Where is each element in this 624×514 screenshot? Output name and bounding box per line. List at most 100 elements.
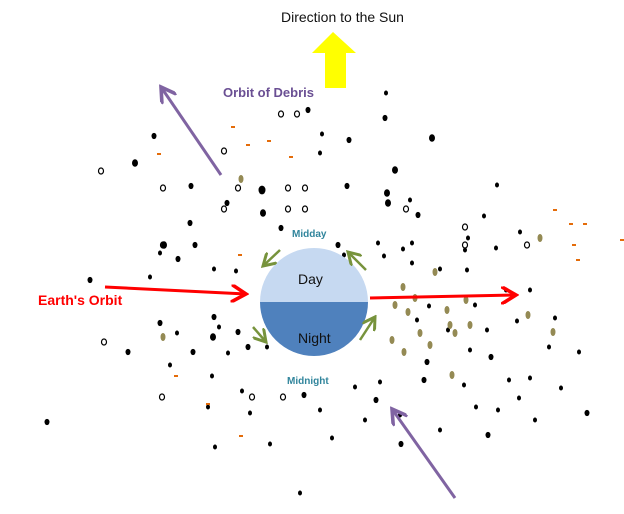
sun-direction-arrow	[312, 32, 356, 88]
debris-dot	[384, 90, 388, 96]
debris-dot	[421, 376, 427, 384]
midnight-label: Midnight	[287, 376, 329, 387]
debris-dot	[415, 317, 419, 323]
debris-dot	[87, 276, 93, 284]
debris-dot	[190, 348, 196, 356]
debris-dot	[346, 136, 352, 144]
midday-label: Midday	[292, 229, 327, 240]
debris-dot	[398, 440, 404, 448]
debris-dot	[384, 189, 390, 197]
debris-ring	[461, 241, 469, 249]
debris-dot	[410, 240, 414, 246]
debris-dot	[401, 246, 405, 252]
debris-field	[44, 90, 624, 496]
debris-dot	[212, 266, 216, 272]
debris-dot	[157, 319, 163, 327]
debris-dot	[206, 404, 210, 410]
dash-particle	[246, 144, 250, 146]
dash-particle	[572, 244, 576, 246]
debris-ring	[248, 393, 256, 401]
dash-particle	[206, 403, 210, 405]
debris-dot	[385, 199, 391, 207]
debris-orbit-arrow-upper	[161, 87, 223, 176]
debris-dot	[132, 159, 138, 167]
dust-particle	[392, 301, 398, 309]
debris-ring	[279, 393, 287, 401]
debris-dot	[210, 333, 216, 341]
debris-dot	[410, 260, 414, 266]
debris-dot	[473, 302, 477, 308]
debris-dot	[373, 396, 379, 404]
debris-dot	[335, 241, 341, 249]
dash-particle	[576, 259, 580, 261]
dust-particle	[447, 321, 453, 329]
debris-dot	[584, 409, 590, 417]
debris-dot	[344, 182, 350, 190]
debris-dot	[217, 324, 221, 330]
debris-dot	[446, 327, 450, 333]
earth-orbit-arrow-left	[104, 287, 246, 294]
debris-dot	[533, 417, 537, 423]
debris-dot	[376, 240, 380, 246]
sun-direction-label: Direction to the Sun	[281, 9, 404, 25]
debris-ring	[234, 184, 242, 192]
debris-dot	[547, 344, 551, 350]
debris-dot	[462, 382, 466, 388]
debris-dot	[44, 418, 50, 426]
debris-dot	[438, 266, 442, 272]
dust-particle	[452, 329, 458, 337]
debris-dot	[466, 235, 470, 241]
debris-dot	[151, 132, 157, 140]
dash-particle	[157, 153, 161, 155]
debris-dot	[258, 185, 266, 195]
debris-dot	[260, 209, 266, 217]
debris-dot	[429, 134, 435, 142]
debris-dot	[528, 287, 532, 293]
debris-dot	[424, 358, 430, 366]
debris-ring	[284, 205, 292, 213]
debris-dot	[482, 213, 486, 219]
debris-dot	[192, 241, 198, 249]
dust-particle	[463, 296, 469, 304]
debris-dot	[382, 114, 388, 122]
debris-dot	[175, 330, 179, 336]
debris-dot	[382, 253, 386, 259]
dust-particle	[467, 321, 473, 329]
debris-dot	[235, 328, 241, 336]
debris-dot	[158, 250, 162, 256]
debris-ring	[220, 147, 228, 155]
dust-particle	[417, 329, 423, 337]
dust-particle	[238, 175, 244, 183]
debris-dot	[465, 267, 469, 273]
debris-ring	[159, 184, 167, 192]
debris-dot	[463, 247, 467, 253]
debris-dot	[234, 268, 238, 274]
debris-dot	[392, 166, 398, 174]
debris-dot	[248, 410, 252, 416]
debris-dot	[298, 490, 302, 496]
debris-orbit-arrow-lower	[392, 409, 457, 499]
dust-particle	[550, 328, 556, 336]
debris-ring	[277, 110, 285, 118]
night-label: Night	[298, 330, 331, 346]
dust-particle	[444, 306, 450, 314]
debris-dot	[488, 353, 494, 361]
earth-orbit-arrow-right	[369, 295, 516, 298]
dust-particle	[160, 333, 166, 341]
debris-ring	[220, 205, 228, 213]
debris-dot	[301, 391, 307, 399]
debris-dot	[515, 318, 519, 324]
debris-dot	[188, 182, 194, 190]
dash-particle	[289, 156, 293, 158]
debris-dot	[485, 431, 491, 439]
debris-ring	[100, 338, 108, 346]
dust-particle	[405, 308, 411, 316]
debris-dot	[378, 379, 382, 385]
dust-particle	[449, 371, 455, 379]
debris-dot	[363, 417, 367, 423]
debris-dot	[507, 377, 511, 383]
debris-dot	[125, 348, 131, 356]
dust-particle	[525, 311, 531, 319]
debris-dot	[265, 344, 269, 350]
